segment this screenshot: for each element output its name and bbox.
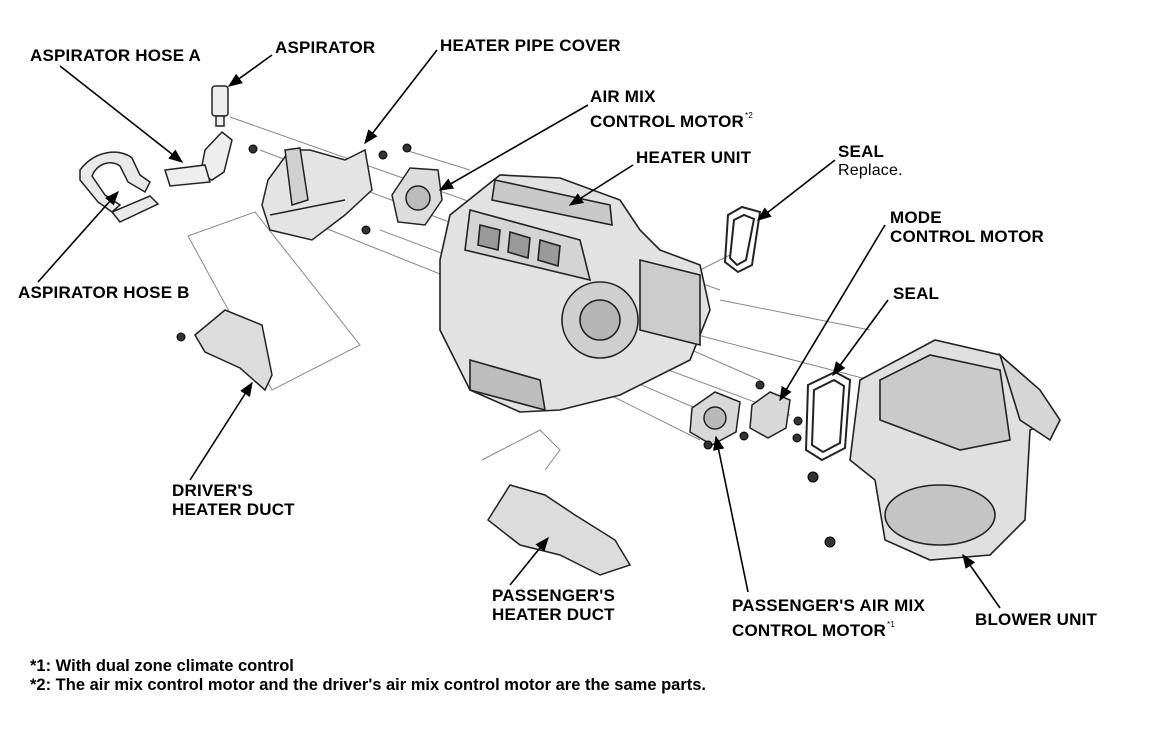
label-driver-duct-line1: DRIVER'S	[172, 481, 254, 500]
label-heater-pipe-cover: HEATER PIPE COVER	[440, 36, 621, 55]
label-driver-duct-line2: HEATER DUCT	[172, 500, 295, 519]
label-passenger-heater-duct: PASSENGER'S HEATER DUCT	[492, 586, 615, 624]
air-mix-control-motor-part	[391, 167, 443, 226]
label-mode-line2: CONTROL MOTOR	[890, 227, 1045, 246]
label-air-mix-line2: CONTROL MOTOR*2	[590, 106, 753, 131]
label-blower-unit: BLOWER UNIT	[975, 610, 1098, 629]
aspirator-hose-b-part	[79, 151, 160, 223]
label-passenger-duct-line2: HEATER DUCT	[492, 605, 615, 624]
seal-right-part	[804, 370, 852, 462]
heater-unit-part	[439, 174, 711, 413]
label-passenger-motor-line2: CONTROL MOTOR*1	[732, 615, 925, 640]
label-driver-heater-duct: DRIVER'S HEATER DUCT	[172, 481, 295, 519]
label-heater-unit: HEATER UNIT	[636, 148, 752, 167]
footnote-2: *2: The air mix control motor and the dr…	[30, 676, 707, 694]
label-passenger-motor-line1: PASSENGER'S AIR MIX	[732, 596, 925, 615]
blower-unit-part	[849, 339, 1061, 561]
label-air-mix-line2-text: CONTROL MOTOR	[590, 112, 745, 131]
mode-control-motor-part	[749, 391, 791, 439]
heater-pipe-cover-part	[261, 147, 373, 241]
seal-top-part	[723, 205, 762, 274]
label-passenger-duct-line1: PASSENGER'S	[492, 586, 616, 605]
label-mode-line1: MODE	[890, 208, 942, 227]
label-aspirator-hose-a: ASPIRATOR HOSE A	[30, 46, 202, 65]
passenger-air-mix-motor-part	[689, 391, 741, 446]
bolts	[176, 143, 836, 548]
label-seal-top: SEAL Replace.	[838, 142, 903, 180]
label-air-mix-control-motor: AIR MIX CONTROL MOTOR*2	[590, 87, 753, 131]
driver-heater-duct-part	[194, 309, 273, 392]
footnote-1: *1: With dual zone climate control	[30, 657, 294, 675]
label-aspirator-hose-b: ASPIRATOR HOSE B	[18, 283, 190, 302]
label-passenger-motor-line2-text: CONTROL MOTOR	[732, 621, 887, 640]
aspirator-part	[164, 85, 233, 187]
label-mode-control-motor: MODE CONTROL MOTOR	[890, 208, 1044, 246]
label-air-mix-footnote: *2	[745, 111, 753, 120]
label-seal-right: SEAL	[893, 284, 940, 303]
label-aspirator: ASPIRATOR	[275, 38, 376, 57]
label-seal-top-title: SEAL	[838, 142, 885, 161]
label-air-mix-line1: AIR MIX	[590, 87, 656, 106]
label-passenger-motor-footnote: *1	[887, 620, 895, 629]
label-passenger-air-mix-motor: PASSENGER'S AIR MIX CONTROL MOTOR*1	[732, 596, 925, 640]
label-seal-top-sub: Replace.	[838, 162, 903, 179]
passenger-heater-duct-part	[487, 484, 632, 576]
leader-lines	[37, 49, 1001, 609]
